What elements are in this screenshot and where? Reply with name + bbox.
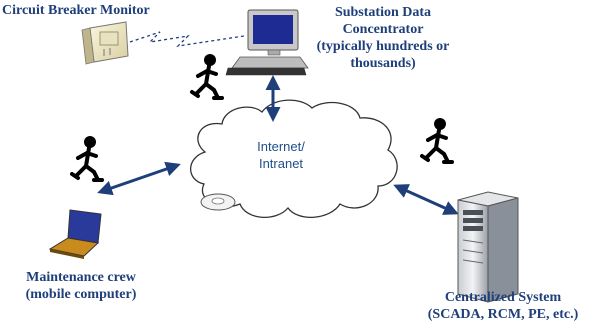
running-person-icon	[190, 54, 224, 100]
breaker-monitor-icon	[81, 21, 129, 65]
internet-cloud	[189, 99, 398, 219]
centralized-label: Centralized System (SCADA, RCM, PE, etc.…	[410, 289, 596, 323]
desktop-computer-icon	[225, 9, 309, 76]
arrow-laptop-cloud	[97, 161, 181, 196]
maintenance-line-2: (mobile computer)	[25, 287, 137, 302]
concentrator-label: Substation Data Concentrator (typically …	[308, 4, 458, 72]
wireless-link	[129, 31, 245, 47]
cloud-line-1: Internet/	[257, 139, 305, 154]
cloud-line-2: Intranet	[258, 156, 304, 171]
connection-arrows	[97, 75, 459, 215]
cloud-label: Internet/ Intranet	[246, 138, 316, 172]
concentrator-line-2: Concentrator	[342, 22, 424, 37]
maintenance-line-1: Maintenance crew	[26, 270, 136, 285]
maintenance-label: Maintenance crew (mobile computer)	[6, 269, 156, 303]
concentrator-line-4: thousands)	[350, 56, 416, 71]
laptop-icon	[48, 209, 102, 259]
concentrator-line-3: (typically hundreds or	[316, 39, 450, 54]
running-person-icon	[420, 118, 454, 164]
breaker-monitor-label: Circuit Breaker Monitor	[2, 2, 150, 19]
concentrator-line-1: Substation Data	[334, 5, 432, 20]
centralized-line-1: Centralized System	[444, 290, 562, 305]
running-person-icon	[70, 136, 104, 182]
server-tower-icon	[457, 191, 519, 303]
cd-disc-icon	[200, 193, 236, 211]
centralized-line-2: (SCADA, RCM, PE, etc.)	[427, 307, 579, 322]
breaker-monitor-text: Circuit Breaker Monitor	[2, 3, 150, 18]
arrow-server-cloud	[393, 184, 459, 215]
